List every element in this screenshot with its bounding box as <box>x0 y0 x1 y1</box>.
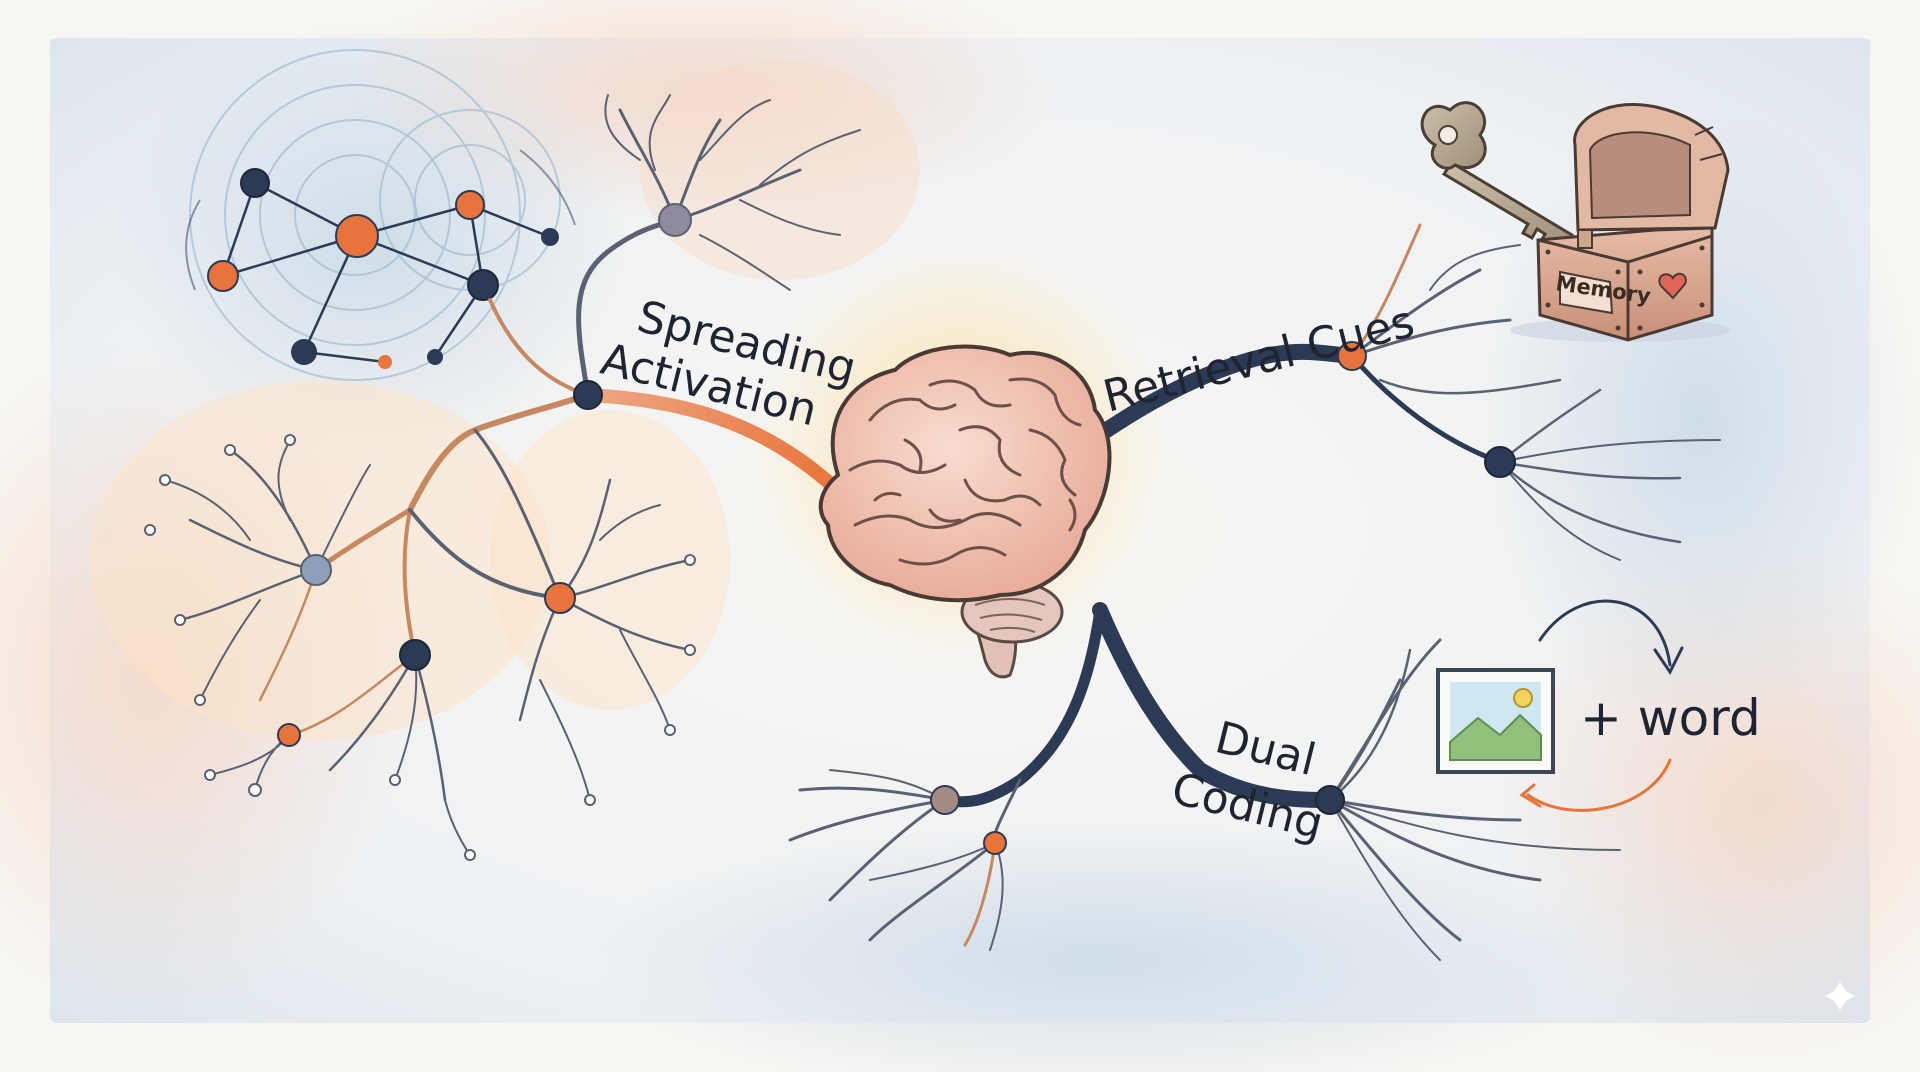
sparkle-icon <box>1822 978 1858 1014</box>
encoding-nodes <box>930 785 1007 855</box>
spreading-activation-nodes <box>277 203 692 747</box>
retrieval-cues-nodes <box>1337 341 1516 478</box>
treasure-chest-icon <box>1510 102 1730 342</box>
dual-coding-node <box>1315 785 1345 815</box>
dendrite-terminals <box>144 434 696 861</box>
landscape-picture-icon <box>1436 668 1555 774</box>
branch-wash <box>490 410 730 710</box>
word-label: + word <box>1580 689 1761 747</box>
key-icon <box>1420 101 1575 251</box>
dual-coding-branch <box>1092 602 1621 961</box>
cycle-arrows-icon <box>1519 599 1684 812</box>
semantic-network-icon <box>185 49 576 381</box>
retrieval-cues-branch <box>1062 223 1721 561</box>
encoding-branch <box>788 604 1106 951</box>
watercolor-wash <box>580 820 1620 1072</box>
brain-icon <box>818 344 1112 679</box>
